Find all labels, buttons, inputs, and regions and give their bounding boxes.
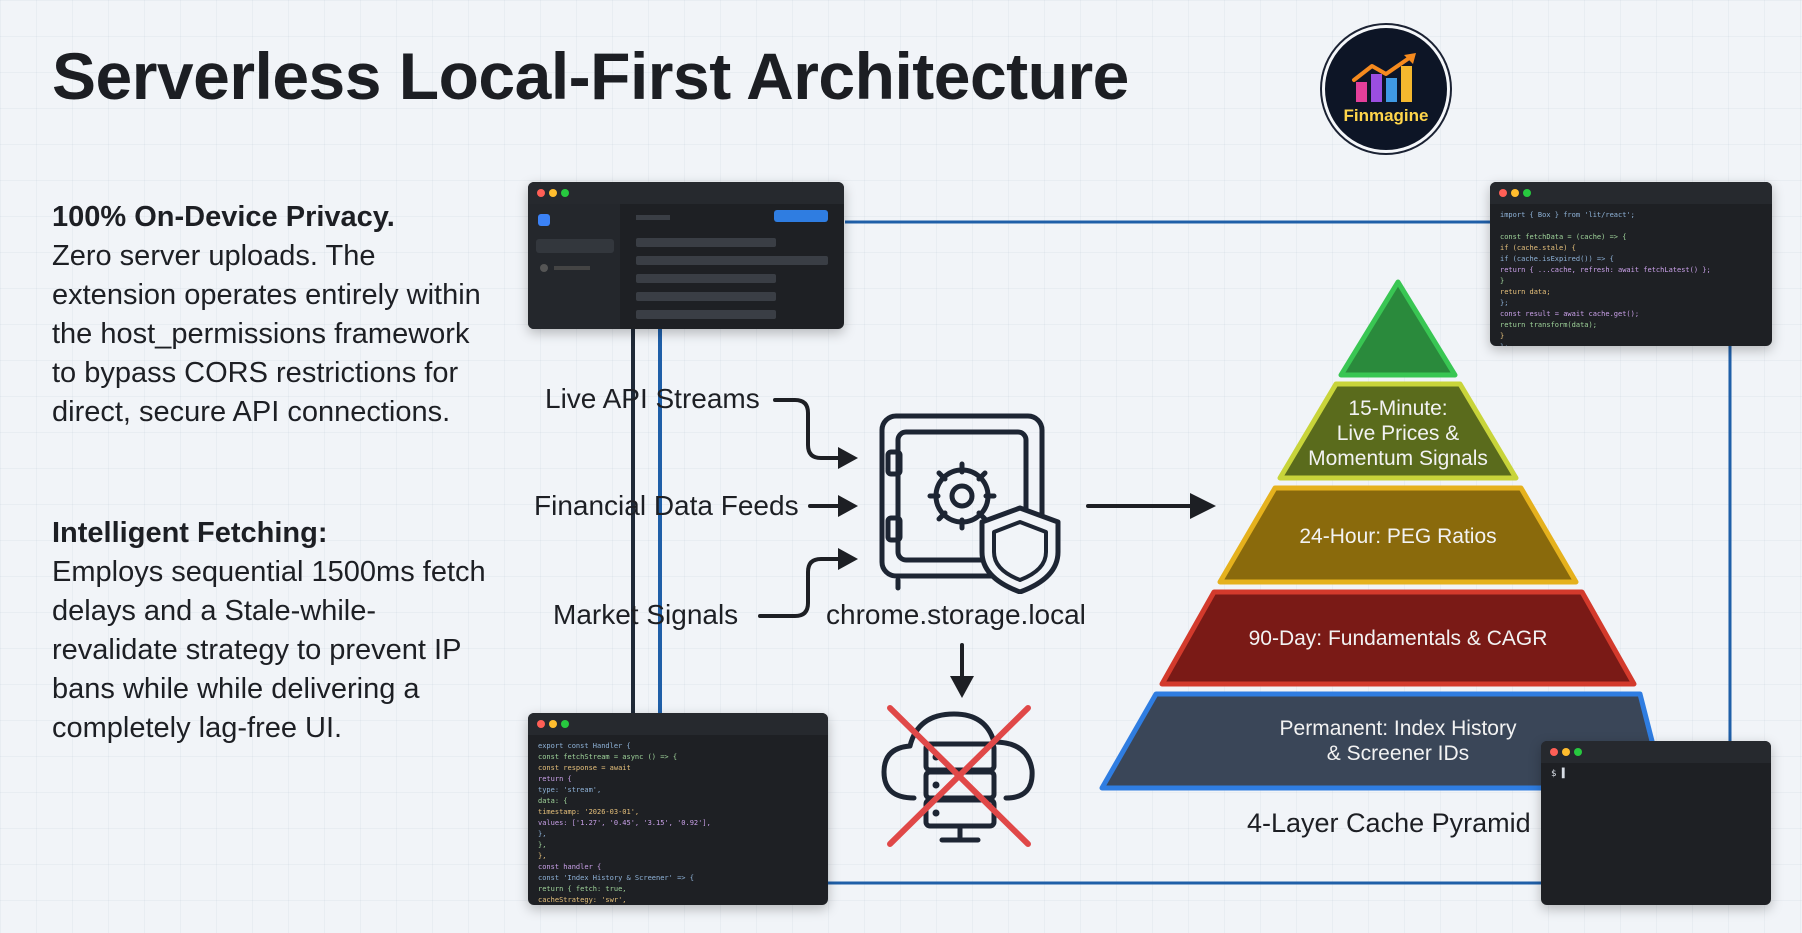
safe-vault-icon (879, 413, 1061, 594)
code-line: } (1500, 277, 1505, 285)
code-window-bottom-left: export const Handler { const fetchStream… (528, 713, 828, 905)
logo-text: Finmagine (1343, 106, 1429, 125)
page-title: Serverless Local-First Architecture (52, 39, 1129, 113)
code-line: return { ...cache, refresh: await fetchL… (1500, 266, 1711, 274)
code-line: values: ['1.27', '0.45', '3.15', '0.92']… (538, 819, 711, 827)
pyramid-apex (1338, 279, 1458, 378)
pyramid-tier-permanent: Permanent: Index History & Screener IDs (1279, 717, 1517, 765)
pyramid-tier-24-hour: 24-Hour: PEG Ratios (1299, 525, 1497, 548)
code-line: const 'Index History & Screener' => { (538, 874, 694, 882)
code-line: return transform(data); (1500, 321, 1597, 329)
pyramid-caption: 4-Layer Cache Pyramid (1247, 808, 1531, 838)
code-line: }, (538, 830, 547, 838)
shield-icon (979, 505, 1061, 594)
fetching-body: Employs sequential 1500ms fetch delays a… (52, 556, 486, 744)
input-label-market-signals: Market Signals (553, 599, 739, 630)
code-line: cacheStrategy: 'swr', (538, 896, 627, 904)
pyramid-layer-90-day (1159, 589, 1637, 687)
pyramid-tier-90-day: 90-Day: Fundamentals & CAGR (1248, 627, 1548, 650)
privacy-section: 100% On-Device Privacy. Zero server uplo… (52, 198, 492, 432)
code-line: import { Box } from 'lit/react'; (1500, 211, 1635, 219)
code-snippet-bottom-left: export const Handler { const fetchStream… (528, 735, 828, 905)
code-snippet-top-right: import { Box } from 'lit/react'; const f… (1490, 204, 1772, 346)
code-line: type: 'stream', (538, 786, 602, 794)
code-line: return data; (1500, 288, 1551, 296)
code-line: }; (1500, 342, 1762, 346)
code-line: if (cache.stale) { (1500, 244, 1576, 252)
code-line: if (cache.isExpired()) => { (1500, 255, 1614, 263)
code-line: const handler { (538, 863, 602, 871)
code-line: const fetchStream = async () => { (538, 753, 678, 761)
storage-label: chrome.storage.local (826, 599, 1086, 630)
fetching-heading: Intelligent Fetching: (52, 517, 328, 549)
code-line: } (1500, 332, 1505, 340)
code-window-top-right: import { Box } from 'lit/react'; const f… (1490, 182, 1772, 346)
code-line: export const Handler { (538, 742, 631, 750)
terminal-window: $ ▌ (1541, 741, 1771, 905)
input-label-live-api: Live API Streams (545, 383, 760, 414)
code-line: const response = await (538, 764, 631, 772)
input-label-financial-feeds: Financial Data Feeds (534, 490, 799, 521)
logo: Finmagine (1322, 25, 1450, 153)
pyramid-tier-15-minute: 15-Minute: Live Prices & Momentum Signal… (1308, 397, 1488, 470)
rising-chart-icon (1352, 53, 1416, 102)
crossed-cloud-server-icon (881, 705, 1035, 847)
code-line: }; (1500, 299, 1509, 307)
code-line: }, (538, 841, 547, 849)
pyramid-layer-15-minute (1277, 381, 1519, 481)
privacy-body: Zero server uploads. The extension opera… (52, 240, 481, 428)
code-line: }, (538, 852, 547, 860)
code-line: return { fetch: true, (538, 885, 627, 893)
code-line: const result = await cache.get(); (1500, 310, 1640, 318)
fetching-section: Intelligent Fetching: Employs sequential… (52, 514, 492, 748)
terminal-prompt: $ ▌ (1551, 769, 1568, 779)
code-line: timestamp: '2026-03-01', (538, 808, 640, 816)
code-line: data: { (538, 797, 568, 805)
pyramid-layer-24-hour (1217, 485, 1579, 585)
privacy-heading: 100% On-Device Privacy. (52, 201, 395, 233)
code-line: return { (538, 775, 572, 783)
code-line: const fetchData = (cache) => { (1500, 233, 1627, 241)
app-window-mock (528, 182, 844, 329)
